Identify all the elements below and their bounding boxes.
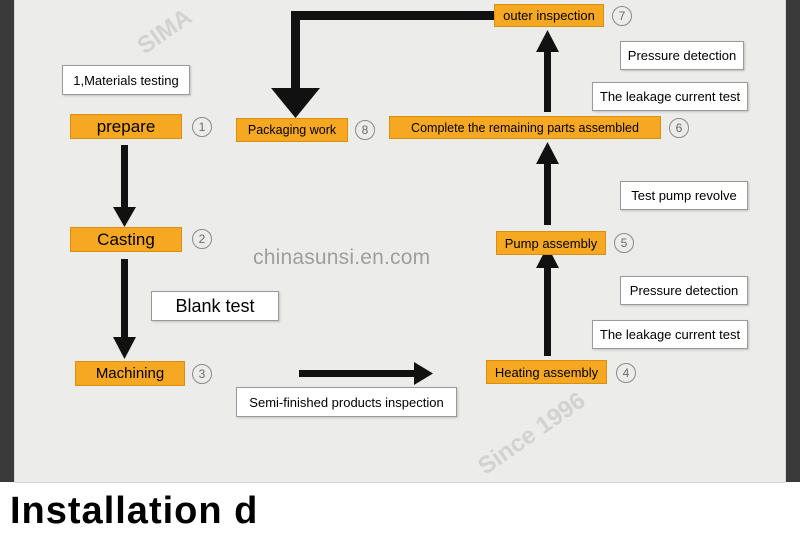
note-materials-testing: 1,Materials testing (62, 65, 190, 95)
step-label: Complete the remaining parts assembled (411, 120, 639, 135)
note-label: Pressure detection (629, 283, 739, 298)
footer-heading: Installation d (10, 490, 259, 532)
arrow-heating-to-pump (536, 246, 559, 356)
note-leakage-current-test-upper: The leakage current test (592, 82, 748, 111)
step-complete-remaining-parts: Complete the remaining parts assembled (389, 116, 661, 139)
note-label: Blank test (175, 295, 255, 316)
step-number-badge: 7 (612, 6, 632, 26)
step-number-badge: 8 (355, 120, 375, 140)
step-machining: Machining (75, 361, 185, 386)
step-heating-assembly: Heating assembly (486, 360, 607, 384)
arrow-casting-to-machining (113, 259, 136, 359)
step-label: Pump assembly (504, 235, 598, 251)
step-number-badge: 5 (614, 233, 634, 253)
left-border (0, 0, 15, 482)
step-label: Packaging work (247, 123, 337, 137)
step-casting: Casting (70, 227, 182, 252)
arrow-outer-to-packaging (271, 11, 494, 118)
right-border (785, 0, 800, 482)
step-pump-assembly: Pump assembly (496, 231, 606, 255)
note-pressure-detection-lower: Pressure detection (620, 276, 748, 305)
step-prepare: prepare (70, 114, 182, 139)
step-label: Casting (97, 229, 155, 249)
note-blank-test: Blank test (151, 291, 279, 321)
step-label: Machining (95, 365, 165, 382)
flow-arrows (113, 11, 559, 385)
step-number-badge: 6 (669, 118, 689, 138)
arrow-complete-to-outer (536, 30, 559, 112)
note-test-pump-revolve: Test pump revolve (620, 181, 748, 210)
step-label: Heating assembly (494, 364, 599, 380)
note-label: Test pump revolve (631, 188, 737, 203)
note-label: The leakage current test (599, 89, 741, 104)
step-label: outer inspection (503, 8, 595, 23)
step-label: prepare (96, 116, 156, 136)
step-number-badge: 2 (192, 229, 212, 249)
arrow-pump-to-complete (536, 142, 559, 225)
note-leakage-current-test-lower: The leakage current test (592, 320, 748, 349)
watermark-center: chinasunsi.en.com (253, 246, 431, 269)
note-label: 1,Materials testing (73, 72, 179, 88)
step-number-badge: 3 (192, 364, 212, 384)
note-label: Semi-finished products inspection (249, 394, 444, 410)
note-pressure-detection-upper: Pressure detection (620, 41, 744, 70)
step-packaging-work: Packaging work (236, 118, 348, 142)
step-number-badge: 4 (616, 363, 636, 383)
arrow-machining-to-heating (299, 362, 433, 385)
note-label: The leakage current test (599, 327, 741, 342)
note-semi-finished-inspection: Semi-finished products inspection (236, 387, 457, 417)
step-outer-inspection: outer inspection (494, 4, 604, 27)
arrow-prepare-to-casting (113, 145, 136, 227)
note-label: Pressure detection (627, 48, 737, 63)
step-number-badge: 1 (192, 117, 212, 137)
